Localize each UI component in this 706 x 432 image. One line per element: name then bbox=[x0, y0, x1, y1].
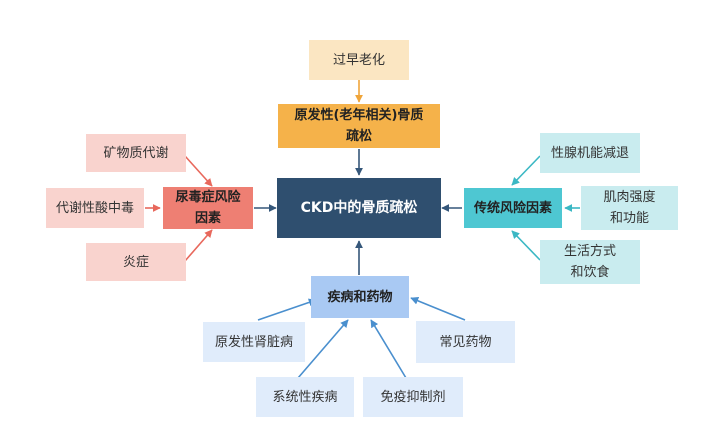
arrow-common-drugs bbox=[410, 297, 466, 321]
metabolic-acidosis-label: 代谢性酸中毒 bbox=[55, 200, 134, 216]
disease-drugs-node: 疾病和药物 bbox=[311, 276, 409, 318]
arrow-systemic-disease bbox=[297, 319, 349, 379]
lifestyle-diet-label: 生活方式 和饮食 bbox=[563, 244, 616, 280]
hypogonadism-node: 性腺机能减退 bbox=[540, 133, 640, 173]
common-drugs-label: 常见药物 bbox=[439, 334, 492, 350]
arrow-primary-kidney bbox=[257, 298, 317, 321]
mineral-metabolism-node: 矿物质代谢 bbox=[86, 134, 186, 172]
primary-osteoporosis-label: 原发性(老年相关)骨质 疏松 bbox=[294, 108, 424, 144]
hypogonadism-label: 性腺机能减退 bbox=[550, 145, 629, 161]
disease-drugs-label: 疾病和药物 bbox=[327, 289, 393, 305]
systemic-disease-node: 系统性疾病 bbox=[256, 377, 354, 417]
muscle-strength-label: 肌肉强度 和功能 bbox=[603, 190, 656, 226]
common-drugs-node: 常见药物 bbox=[416, 321, 515, 363]
immunosuppressant-label: 免疫抑制剂 bbox=[380, 389, 446, 405]
center-node: CKD中的骨质疏松 bbox=[277, 178, 441, 238]
premature-aging-label: 过早老化 bbox=[332, 52, 385, 68]
primary-kidney-disease-node: 原发性肾脏病 bbox=[203, 322, 305, 362]
arrow-immunosuppressant bbox=[370, 319, 407, 379]
muscle-strength-node: 肌肉强度 和功能 bbox=[581, 186, 678, 230]
center-label: CKD中的骨质疏松 bbox=[300, 199, 418, 216]
immunosuppressant-node: 免疫抑制剂 bbox=[363, 377, 463, 417]
primary-osteoporosis-node: 原发性(老年相关)骨质 疏松 bbox=[278, 104, 440, 148]
premature-aging-node: 过早老化 bbox=[309, 40, 409, 80]
arrow-inflammation bbox=[184, 229, 213, 262]
systemic-disease-label: 系统性疾病 bbox=[272, 389, 338, 405]
traditional-risk-node: 传统风险因素 bbox=[464, 188, 562, 228]
inflammation-node: 炎症 bbox=[86, 243, 186, 281]
traditional-risk-label: 传统风险因素 bbox=[473, 200, 552, 216]
inflammation-label: 炎症 bbox=[122, 254, 149, 270]
primary-kidney-disease-label: 原发性肾脏病 bbox=[214, 334, 293, 350]
arrow-hypogonadism bbox=[511, 155, 541, 186]
arrow-mineral-metabolism bbox=[184, 155, 213, 187]
mineral-metabolism-label: 矿物质代谢 bbox=[103, 145, 169, 161]
uremic-risk-label: 尿毒症风险 因素 bbox=[175, 190, 241, 226]
arrow-lifestyle bbox=[511, 230, 541, 261]
uremic-risk-node: 尿毒症风险 因素 bbox=[163, 187, 253, 229]
lifestyle-diet-node: 生活方式 和饮食 bbox=[540, 240, 640, 284]
metabolic-acidosis-node: 代谢性酸中毒 bbox=[46, 188, 144, 228]
